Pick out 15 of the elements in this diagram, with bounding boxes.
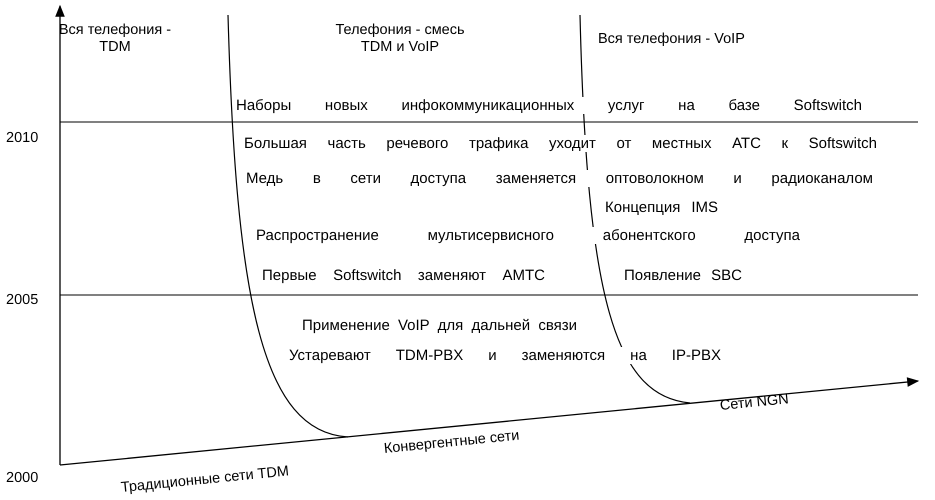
event-text: Первые Softswitch заменяют АМТС bbox=[262, 267, 545, 284]
year-label: 2005 bbox=[6, 292, 38, 309]
year-label: 2000 bbox=[6, 470, 38, 487]
column-heading: Телефония - смесь TDM и VoIP bbox=[335, 22, 465, 56]
event-text: Распространение мультисервисного абонентского доступа bbox=[256, 227, 800, 244]
axis-label: Традиционные сети TDM bbox=[120, 463, 290, 497]
event-text: Концепция IMS bbox=[605, 199, 718, 216]
event-text: Применение VoIP для дальней связи bbox=[302, 317, 577, 334]
event-text: Большая часть речевого трафика уходит от местных АТС к Softswitch bbox=[244, 135, 877, 152]
year-label: 2010 bbox=[6, 130, 38, 147]
column-heading: Вся телефония - VoIP bbox=[598, 31, 745, 48]
event-text: Устаревают TDM-PBX и заменяются на IP-PBX bbox=[289, 347, 721, 364]
event-text: Наборы новых инфокоммуникационных услуг на базе Softswitch bbox=[236, 97, 862, 114]
axis-label: Конвергентные сети bbox=[383, 428, 520, 458]
event-text: Медь в сети доступа заменяется оптоволокном и радиоканалом bbox=[246, 170, 873, 187]
